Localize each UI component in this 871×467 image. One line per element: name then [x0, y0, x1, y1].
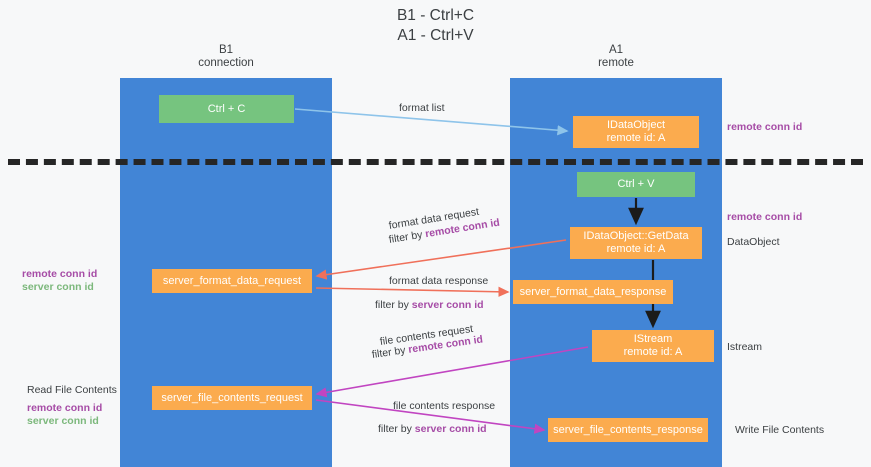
edge-format-data-response	[315, 286, 510, 297]
side-label-istream: Istream	[727, 341, 763, 353]
edge-label-file-contents-response-filter: filter by server conn id	[378, 423, 487, 436]
side-label-left-server-conn-id-2: server conn id	[27, 415, 99, 427]
side-label-left-server-conn-id: server conn id	[22, 281, 94, 293]
filter-prefix: filter by	[378, 423, 415, 435]
phase-divider	[8, 159, 863, 165]
side-label-remote-conn-id-mid: remote conn id	[727, 211, 803, 223]
side-label-left-remote-conn-id-2: remote conn id	[27, 402, 103, 414]
side-label-read-file-contents: Read File Contents	[27, 384, 117, 396]
edge-label-format-data-response-filter: filter by server conn id	[375, 299, 484, 312]
node-istream[interactable]: IStream remote id: A	[592, 330, 714, 362]
side-label-dataobject: DataObject	[727, 236, 780, 248]
diagram-title: B1 - Ctrl+C A1 - Ctrl+V	[396, 7, 475, 44]
side-label-remote-conn-id-top: remote conn id	[727, 121, 803, 133]
node-server-format-data-response[interactable]: server_format_data_response	[513, 280, 673, 304]
node-ctrl-c[interactable]: Ctrl + C	[159, 95, 294, 123]
side-label-left-remote-conn-id: remote conn id	[22, 268, 98, 280]
edge-label-format-data-response: format data response	[389, 275, 489, 287]
edge-label-format-list: format list	[399, 102, 445, 114]
side-label-write-file-contents: Write File Contents	[735, 424, 825, 436]
node-idataobject-getdata[interactable]: IDataObject::GetData remote id: A	[570, 227, 702, 259]
node-idataobject[interactable]: IDataObject remote id: A	[573, 116, 699, 148]
edge-label-file-contents-response: file contents response	[393, 400, 496, 412]
lane-header-a1: A1 remote	[598, 44, 634, 69]
filter-prefix: filter by	[371, 343, 410, 361]
node-ctrl-v[interactable]: Ctrl + V	[577, 172, 695, 197]
filter-key: server conn id	[414, 423, 487, 435]
filter-prefix: filter by	[375, 299, 412, 311]
node-server-file-contents-response[interactable]: server_file_contents_response	[548, 418, 708, 442]
node-server-file-contents-request[interactable]: server_file_contents_request	[152, 386, 312, 410]
node-server-format-data-request[interactable]: server_format_data_request	[152, 269, 312, 293]
filter-key: server conn id	[411, 299, 484, 311]
lane-header-b1: B1 connection	[198, 44, 254, 69]
